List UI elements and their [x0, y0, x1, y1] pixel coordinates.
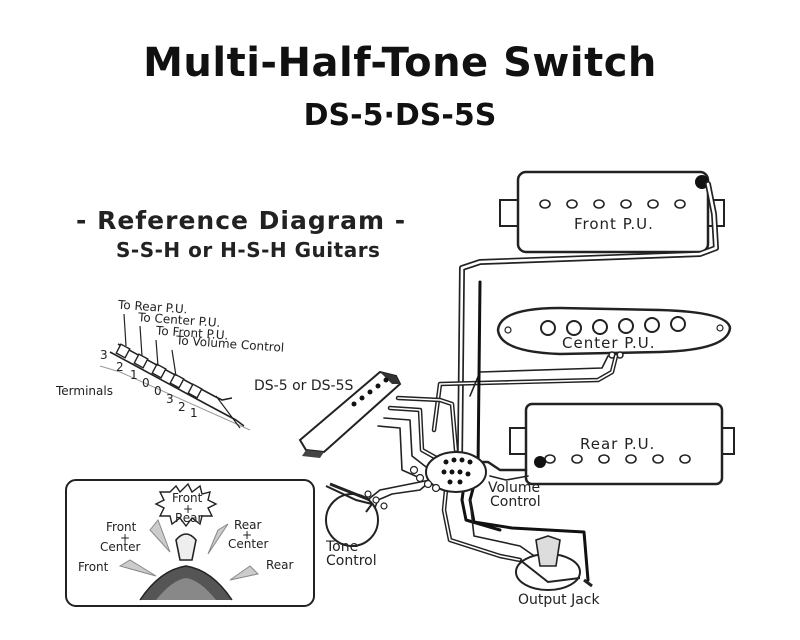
terminal-number: 2 — [178, 400, 186, 414]
center-pickup-label: Center P.U. — [562, 334, 656, 352]
terminal-number: 1 — [190, 406, 198, 420]
pos-rear-center-2: + — [242, 528, 253, 542]
volume-label-line1: Volume — [488, 480, 541, 496]
terminal-number: 0 — [142, 376, 150, 390]
switch-label: DS-5 or DS-5S — [254, 378, 354, 394]
rear-pickup — [509, 402, 735, 486]
pos-front-center-3: Center — [100, 540, 141, 554]
tone-label-line2: Control — [326, 553, 377, 569]
model-subtitle: DS-5·DS-5S — [303, 98, 497, 133]
pos-front-center-1: Front — [106, 520, 137, 534]
pos-front-center-2: + — [120, 531, 131, 545]
pos-front-rear-1: Front — [172, 491, 203, 505]
reference-title: - Reference Diagram - — [76, 206, 407, 235]
terminal-number: 3 — [166, 392, 174, 406]
front-pickup-label: Front P.U. — [574, 215, 654, 233]
terminal-number: 2 — [116, 360, 124, 374]
pos-rear-center-1: Rear — [234, 518, 262, 532]
pos-front-rear-2: + — [183, 502, 194, 516]
volume-pot — [409, 451, 487, 493]
pos-front: Front — [78, 560, 109, 574]
pos-rear-center-3: Center — [228, 537, 269, 551]
position-inset — [65, 479, 315, 607]
terminal-number: 1 — [130, 368, 138, 382]
front-pickup — [499, 170, 725, 254]
tone-pot — [325, 482, 388, 547]
reference-subtitle: S-S-H or H-S-H Guitars — [116, 238, 381, 262]
pos-front-rear-3: Rear — [175, 511, 203, 525]
output-jack-label: Output Jack — [518, 592, 600, 608]
terminals-label: Terminals — [56, 384, 113, 398]
tone-label-line1: Tone — [326, 539, 359, 555]
terminal-number: 3 — [100, 348, 108, 362]
terminal-block — [99, 313, 251, 431]
diagram-title: Multi-Half-Tone Switch — [143, 40, 657, 86]
center-pickup — [496, 306, 732, 359]
output-jack — [515, 535, 593, 591]
pos-rear: Rear — [266, 558, 294, 572]
volume-label-line2: Control — [490, 494, 541, 510]
rear-pickup-label: Rear P.U. — [580, 435, 656, 453]
ds5-switch — [298, 370, 402, 458]
terminal-number: 0 — [154, 384, 162, 398]
